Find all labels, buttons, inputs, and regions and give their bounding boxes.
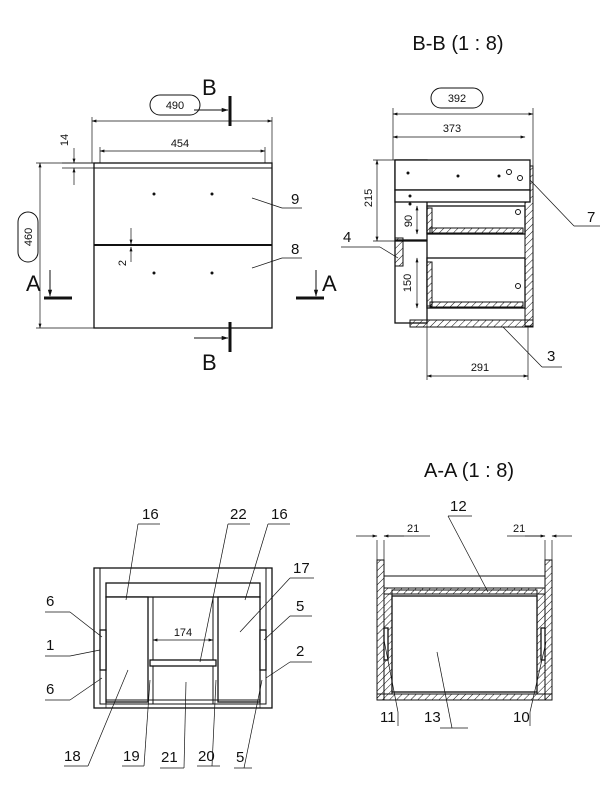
aa-top-panel xyxy=(383,587,546,595)
dim-h-drawer-lower: 150 xyxy=(402,274,414,292)
section-bb-title: B-B (1 : 8) xyxy=(412,33,503,55)
part-label-p6a: 6 xyxy=(46,593,54,610)
section-mark-a-left: A xyxy=(26,271,41,296)
dim-width: 454 xyxy=(171,138,189,150)
part-label-p6b: 6 xyxy=(46,681,54,698)
part-label-p18: 18 xyxy=(64,748,81,765)
part-label-drawer: 13 xyxy=(424,709,441,726)
section-aa-title: A-A (1 : 8) xyxy=(424,460,514,482)
dim-gap-mid: 2 xyxy=(117,260,129,266)
section-bb-view: B-B (1 : 8) 392 373 xyxy=(341,33,600,380)
dim-left-gap: 21 xyxy=(407,523,419,535)
bb-handle xyxy=(394,237,404,267)
part-label-bottom-front: 8 xyxy=(291,241,299,258)
section-mark-b-top: B xyxy=(202,75,217,100)
bb-bottom-panel xyxy=(409,319,534,328)
part-label-side: 7 xyxy=(587,209,595,226)
part-label-p22: 22 xyxy=(230,506,247,523)
dim-inner-width: 174 xyxy=(174,627,192,639)
part-label-p21: 21 xyxy=(161,749,178,766)
dim-overall-width: 490 xyxy=(166,100,184,112)
part-label-p20: 20 xyxy=(198,748,215,765)
part-label-top-panel: 12 xyxy=(450,498,467,515)
front-view: 490 454 14 460 2 9 8 B B xyxy=(17,75,337,375)
part-label-p19: 19 xyxy=(123,748,140,765)
part-label-top-front: 9 xyxy=(291,191,299,208)
dim-right-gap: 21 xyxy=(513,523,525,535)
dim-overall-width-bubble xyxy=(149,94,201,116)
dim-depth-overall: 392 xyxy=(448,93,466,105)
dim-height: 460 xyxy=(23,228,35,246)
aa-drawer-body xyxy=(391,595,538,693)
part-label-p2: 2 xyxy=(296,643,304,660)
part-label-p1: 1 xyxy=(46,637,54,654)
section-mark-b-bottom: B xyxy=(202,350,217,375)
part-label-p17: 17 xyxy=(293,560,310,577)
plan-view: 174 16 22 16 17 6 5 1 2 6 18 19 21 20 5 xyxy=(45,506,314,769)
part-label-p16a: 16 xyxy=(142,506,159,523)
part-label-left-runner: 11 xyxy=(380,709,396,726)
part-label-bottom: 3 xyxy=(547,348,555,365)
part-label-p5b: 5 xyxy=(236,749,244,766)
dim-depth: 373 xyxy=(443,123,461,135)
section-mark-a-right: A xyxy=(322,271,337,296)
section-aa-view: A-A (1 : 8) 21 21 12 11 13 xyxy=(356,460,572,729)
aa-right-wall xyxy=(544,559,553,701)
dim-h-drawer-upper: 90 xyxy=(403,215,415,227)
part-label-p16b: 16 xyxy=(271,506,288,523)
aa-left-wall xyxy=(376,559,385,701)
dim-drawer-depth: 291 xyxy=(471,362,489,374)
dim-h-upper: 215 xyxy=(363,189,375,207)
dim-gap-top: 14 xyxy=(59,134,71,146)
part-label-right-runner: 10 xyxy=(513,709,530,726)
part-label-handle: 4 xyxy=(343,229,351,246)
part-label-p5a: 5 xyxy=(296,598,304,615)
